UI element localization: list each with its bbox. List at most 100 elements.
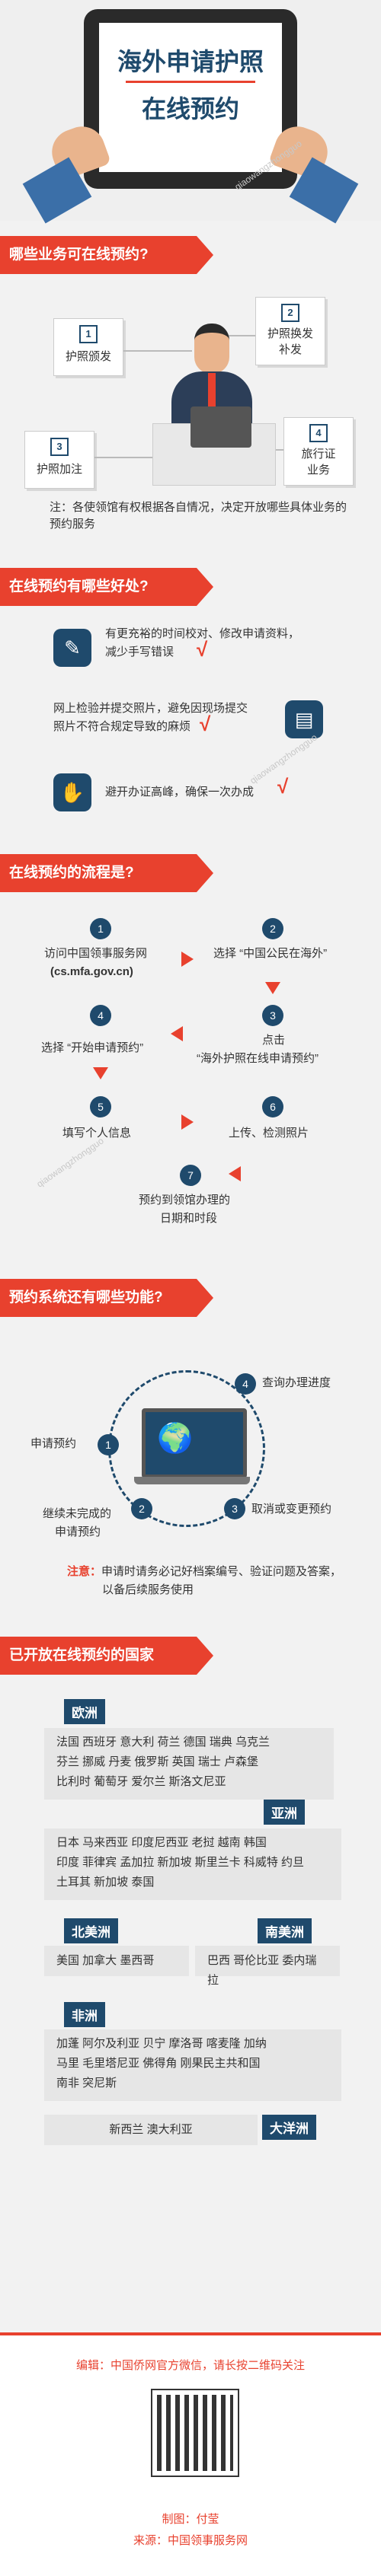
world-map-icon: 🌍	[157, 1423, 194, 1455]
officer-head-icon	[194, 324, 229, 374]
desk	[152, 423, 276, 486]
service-card-4: 4 旅行证 业务	[283, 417, 354, 486]
laptop-screen	[142, 1408, 247, 1478]
note-text: 申请时请务必记好档案编号、验证问题及答案，	[101, 1565, 342, 1578]
region-asia: 日本 马来西亚 印度尼西亚 老挝 越南 韩国 印度 菲律宾 孟加拉 新加坡 斯里…	[44, 1828, 341, 1900]
card-number: 3	[50, 438, 69, 456]
country-line: 新西兰 澳大利亚	[109, 2123, 193, 2136]
note-prefix: 注意：	[67, 1565, 102, 1578]
card-label-2: 业务	[306, 464, 330, 477]
feature-number: 2	[131, 1498, 152, 1519]
check-mark-icon: √	[200, 713, 211, 735]
step-3-line2: “海外护照在线申请预约”	[197, 1052, 319, 1065]
country-line: 法国 西班牙 意大利 荷兰 德国 瑞典 乌克兰	[56, 1736, 271, 1749]
country-line: 日本 马来西亚 印度尼西亚 老挝 越南 韩国	[56, 1836, 267, 1849]
tablet-screen	[99, 23, 282, 172]
handshake-icon: ✋	[53, 773, 91, 811]
card-number: 4	[309, 424, 328, 442]
section4-heading: 预约系统还有哪些功能?	[0, 1279, 213, 1317]
step-4-line1: 选择 “开始申请预约”	[41, 1041, 144, 1054]
region-tag-asia: 亚洲	[264, 1800, 305, 1825]
flow-arrow-right	[181, 1114, 194, 1130]
step-number: 7	[180, 1165, 201, 1186]
region-africa: 加蓬 阿尔及利亚 贝宁 摩洛哥 喀麦隆 加纳 马里 毛里塔尼亚 佛得角 刚果民主…	[44, 2029, 341, 2101]
connector-line	[123, 350, 192, 352]
connector-line	[229, 335, 255, 336]
section4-note-line1: 注意：申请时请务必记好档案编号、验证问题及答案，	[67, 1564, 341, 1580]
step-1-line2: (cs.mfa.gov.cn)	[50, 965, 133, 978]
country-line: 土耳其 新加坡 泰国	[56, 1876, 155, 1889]
step-7-line2: 日期和时段	[160, 1212, 218, 1225]
section2-heading: 在线预约有哪些好处?	[0, 568, 213, 606]
laptop-base	[134, 1477, 250, 1484]
feature-number: 4	[235, 1373, 256, 1395]
country-line: 南非 突尼斯	[56, 2077, 117, 2090]
region-oceania: 新西兰 澳大利亚	[44, 2115, 258, 2145]
region-tag-africa: 非洲	[64, 2002, 105, 2027]
note-text: 各使领馆有权根据各自情况，决定开放哪些具体业务的预约服务	[50, 501, 347, 531]
step-5-line1: 填写个人信息	[62, 1127, 132, 1140]
benefit-1-line1: 有更充裕的时间校对、修改申请资料，	[105, 627, 300, 640]
benefit-3-line1: 避开办证高峰，确保一次办成	[105, 786, 255, 799]
card-label-2: 补发	[278, 343, 302, 356]
id-card-icon: ▤	[285, 700, 323, 738]
step-1-line1: 访问中国领事服务网	[44, 947, 148, 960]
step-number: 5	[90, 1096, 111, 1117]
step-number: 3	[262, 1005, 283, 1026]
check-mark-icon: √	[277, 775, 289, 798]
feature-1-label: 申请预约	[30, 1437, 77, 1450]
country-line: 芬兰 挪威 丹麦 俄罗斯 英国 瑞士 卢森堡	[56, 1755, 259, 1768]
officer-tie	[208, 373, 216, 408]
step-number: 4	[90, 1005, 111, 1026]
step-number: 1	[90, 918, 111, 939]
card-label: 护照加注	[36, 463, 82, 476]
country-line: 马里 毛里塔尼亚 佛得角 刚果民主共和国	[56, 2057, 261, 2070]
flow-arrow-left	[229, 1166, 241, 1181]
step-6-line1: 上传、检测照片	[229, 1127, 309, 1140]
service-card-2: 2 护照换发 补发	[255, 297, 325, 365]
service-card-1: 1 护照颁发	[53, 318, 123, 376]
desk-monitor	[190, 406, 251, 448]
card-label: 护照换发	[267, 327, 313, 340]
feature-number: 1	[98, 1434, 119, 1455]
benefit-2-line2: 照片不符合规定导致的麻烦	[53, 720, 191, 733]
country-line: 比利时 葡萄牙 爱尔兰 斯洛文尼亚	[56, 1775, 226, 1788]
feature-2-label-2: 申请预约	[55, 1526, 101, 1538]
feature-4-label: 查询办理进度	[262, 1376, 331, 1389]
card-number: 2	[281, 304, 299, 322]
country-line: 加蓬 阿尔及利亚 贝宁 摩洛哥 喀麦隆 加纳	[56, 2037, 267, 2050]
qr-code-icon[interactable]	[151, 2389, 239, 2477]
section4-note-line2: 以备后续服务使用	[102, 1583, 194, 1596]
section1-note: 注：各使领馆有权根据各自情况，决定开放哪些具体业务的预约服务	[50, 499, 354, 533]
service-card-3: 3 护照加注	[24, 431, 94, 489]
feature-3-label: 取消或变更预约	[251, 1503, 332, 1516]
section5-heading: 已开放在线预约的国家	[0, 1637, 213, 1675]
hero-section: 海外申请护照 在线预约 qiaowangzhongguo	[0, 0, 381, 224]
region-north-america: 美国 加拿大 墨西哥	[44, 1946, 189, 1976]
footer-red-rule	[0, 2332, 381, 2335]
country-line: 印度 菲律宾 孟加拉 新加坡 斯里兰卡 科威特 约旦	[56, 1856, 305, 1869]
card-label: 护照颁发	[65, 350, 111, 363]
region-south-america: 巴西 哥伦比亚 委内瑞拉	[195, 1946, 340, 1987]
section1-heading: 哪些业务可在线预约?	[0, 236, 213, 274]
connector-line	[94, 457, 178, 458]
flow-arrow-down	[93, 1067, 108, 1079]
feature-number: 3	[224, 1498, 245, 1519]
footer: 编辑：中国侨网官方微信，请长按二维码关注 制图：付莹 来源：中国领事服务网	[0, 2332, 381, 2576]
check-mark-icon: √	[197, 638, 208, 661]
region-tag-europe: 欧洲	[64, 1699, 105, 1724]
country-line: 美国 加拿大 墨西哥	[56, 1954, 155, 1967]
region-tag-oceania: 大洋洲	[262, 2115, 316, 2140]
hero-title-line1: 海外申请护照	[117, 48, 264, 75]
flow-arrow-left	[171, 1026, 183, 1041]
step-number: 6	[262, 1096, 283, 1117]
flow-arrow-right	[181, 952, 194, 967]
benefit-1-line2: 减少手写错误	[105, 646, 174, 658]
footer-source: 来源：中国领事服务网	[133, 2534, 248, 2547]
country-line: 巴西 哥伦比亚 委内瑞拉	[207, 1954, 317, 1987]
feature-2-label: 继续未完成的	[43, 1507, 112, 1520]
footer-editor: 编辑：中国侨网官方微信，请长按二维码关注	[75, 2359, 305, 2372]
flow-arrow-down	[265, 982, 280, 994]
footer-producer: 制图：付莹	[162, 2513, 219, 2526]
hero-title-line2: 在线预约	[141, 95, 239, 123]
